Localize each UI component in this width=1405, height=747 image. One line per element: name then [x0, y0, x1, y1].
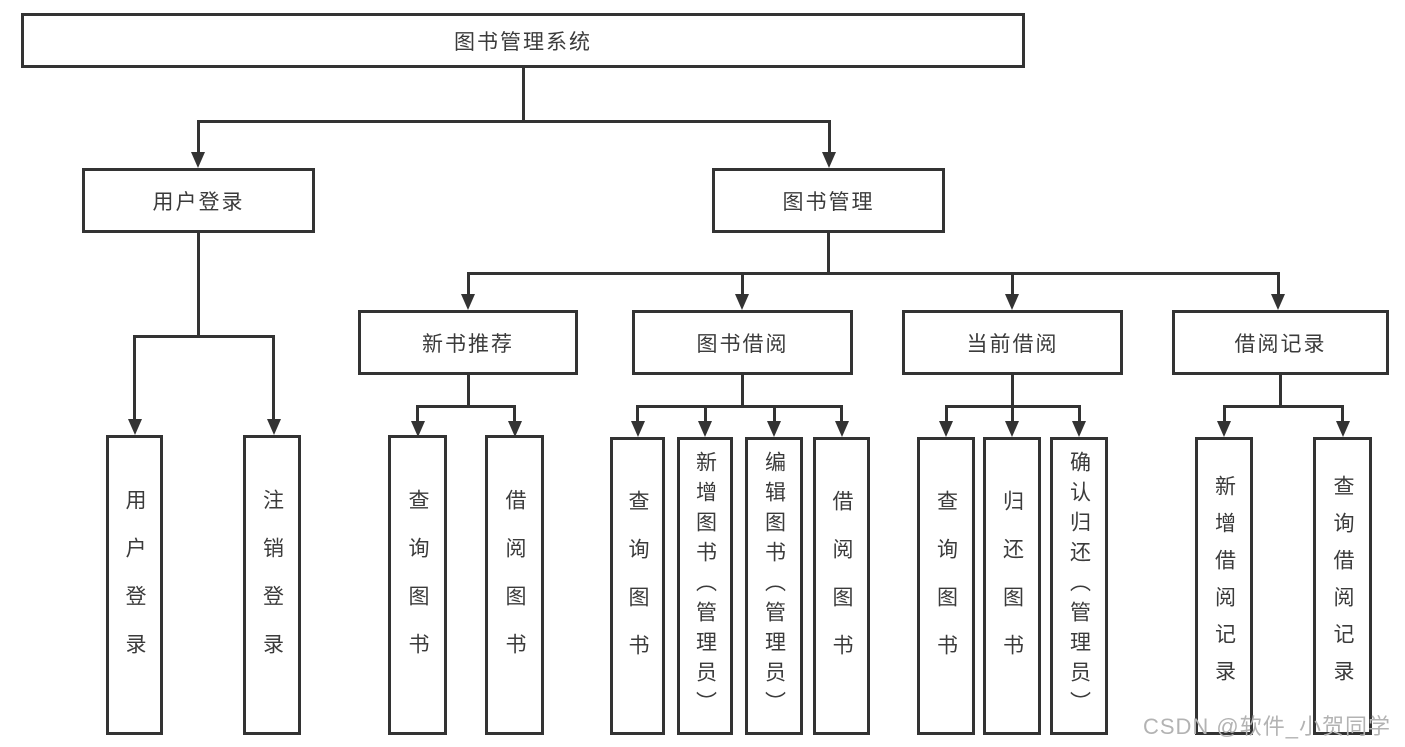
connector-new-book-drop: [466, 272, 470, 294]
leaf-borrow-book-a-label: 借阅图书: [503, 489, 526, 681]
arrow-leaf-B1: [698, 421, 712, 437]
connector-user-login-stem: [196, 233, 200, 335]
arrow-leaf-B0: [630, 421, 645, 437]
connector-user-login-rail: [133, 335, 275, 338]
arrow-book-borrow: [735, 294, 749, 310]
leaf-confirm-return-admin-label: 确认归还（管理员）: [1067, 451, 1091, 721]
leaf-query-borrow-record: 查询借阅记录: [1313, 437, 1372, 735]
arrow-user-login: [191, 152, 205, 168]
leaf-edit-book-admin-label: 编辑图书（管理员）: [762, 451, 786, 721]
node-root-label: 图书管理系统: [454, 30, 592, 54]
arrow-leaf-A0: [410, 421, 425, 437]
connector-leaf-user-0-drop: [133, 335, 136, 419]
node-borrow-records-label: 借阅记录: [1234, 332, 1327, 356]
leaf-borrow-book-a: 借阅图书: [485, 435, 544, 735]
arrow-leaf-B2: [767, 421, 781, 437]
leaf-add-borrow-record: 新增借阅记录: [1195, 437, 1253, 735]
connector-level3-rail: [466, 272, 1280, 275]
leaf-edit-book-admin: 编辑图书（管理员）: [745, 437, 803, 735]
node-current-borrow-label: 当前借阅: [966, 332, 1059, 356]
connector-root-stem: [521, 68, 525, 120]
leaf-query-borrow-record-label: 查询借阅记录: [1331, 475, 1354, 697]
connector-groupA-rail: [416, 405, 515, 408]
arrow-leaf-C1: [1005, 421, 1019, 437]
connector-groupB-stem: [740, 375, 744, 405]
arrow-leaf-A1: [507, 421, 522, 437]
leaf-query-book-a-label: 查询图书: [406, 489, 429, 681]
arrow-leaf-B3: [834, 421, 849, 437]
leaf-user-login-label: 用户登录: [123, 489, 146, 681]
connector-book-borrow-drop: [740, 272, 744, 294]
connector-groupD-rail: [1222, 405, 1343, 408]
connector-borrow-records-drop: [1276, 272, 1280, 294]
connector-leaf-B0-drop: [636, 405, 639, 421]
leaf-query-book-c: 查询图书: [917, 437, 975, 735]
arrow-leaf-user-0: [127, 419, 142, 435]
connector-groupB-rail: [636, 405, 843, 408]
node-current-borrow: 当前借阅: [902, 310, 1123, 375]
arrow-borrow-records: [1271, 294, 1285, 310]
connector-book-mgmt-stem: [826, 233, 830, 272]
connector-groupD-stem: [1278, 375, 1282, 405]
connector-leaf-C1-drop: [1010, 405, 1014, 421]
csdn-watermark: CSDN @软件_小贺同学: [1142, 714, 1391, 739]
connector-leaf-C0-drop: [944, 405, 948, 421]
leaf-query-book-b: 查询图书: [610, 437, 665, 735]
leaf-confirm-return-admin: 确认归还（管理员）: [1050, 437, 1108, 735]
connector-leaf-A0-drop: [416, 405, 419, 421]
connector-leaf-B1-drop: [703, 405, 707, 421]
leaf-add-book-admin-label: 新增图书（管理员）: [693, 451, 717, 721]
leaf-add-borrow-record-label: 新增借阅记录: [1212, 475, 1236, 697]
arrow-leaf-user-1: [266, 419, 281, 435]
leaf-borrow-book-b: 借阅图书: [813, 437, 870, 735]
connector-leaf-B2-drop: [772, 405, 776, 421]
leaf-return-book: 归还图书: [983, 437, 1041, 735]
leaf-query-book-b-label: 查询图书: [626, 490, 649, 682]
connector-leaf-C2-drop: [1077, 405, 1081, 421]
arrow-leaf-C2: [1072, 421, 1086, 437]
arrow-new-book: [461, 294, 475, 310]
leaf-user-login: 用户登录: [106, 435, 163, 735]
node-user-login: 用户登录: [82, 168, 315, 233]
connector-user-login-drop: [196, 120, 200, 152]
connector-leaf-A1-drop: [513, 405, 516, 421]
connector-leaf-user-1-drop: [272, 335, 275, 419]
connector-book-mgmt-drop: [827, 120, 831, 152]
connector-leaf-B3-drop: [840, 405, 843, 421]
node-book-management: 图书管理: [712, 168, 945, 233]
node-new-book-rec-label: 新书推荐: [422, 332, 514, 356]
connector-current-borrow-drop: [1010, 272, 1014, 294]
node-book-borrow-label: 图书借阅: [696, 332, 789, 356]
arrow-leaf-D0: [1217, 421, 1231, 437]
leaf-logout: 注销登录: [243, 435, 301, 735]
connector-groupA-stem: [466, 375, 470, 405]
connector-leaf-D1-drop: [1341, 405, 1344, 421]
node-root: 图书管理系统: [21, 13, 1025, 68]
leaf-return-book-label: 归还图书: [1000, 490, 1024, 682]
leaf-logout-label: 注销登录: [260, 489, 284, 681]
leaf-borrow-book-b-label: 借阅图书: [830, 490, 853, 682]
leaf-add-book-admin: 新增图书（管理员）: [677, 437, 733, 735]
arrow-current-borrow: [1005, 294, 1019, 310]
node-new-book-rec: 新书推荐: [358, 310, 578, 375]
arrow-book-mgmt: [822, 152, 836, 168]
leaf-query-book-a: 查询图书: [388, 435, 447, 735]
node-borrow-records: 借阅记录: [1172, 310, 1389, 375]
node-book-borrow: 图书借阅: [632, 310, 853, 375]
node-book-management-label: 图书管理: [782, 190, 875, 214]
arrow-leaf-D1: [1335, 421, 1350, 437]
connector-groupC-stem: [1010, 375, 1014, 405]
connector-leaf-D0-drop: [1222, 405, 1226, 421]
arrow-leaf-C0: [939, 421, 953, 437]
connector-level2-rail: [196, 120, 831, 123]
node-user-login-label: 用户登录: [152, 190, 245, 214]
leaf-query-book-c-label: 查询图书: [934, 490, 958, 682]
